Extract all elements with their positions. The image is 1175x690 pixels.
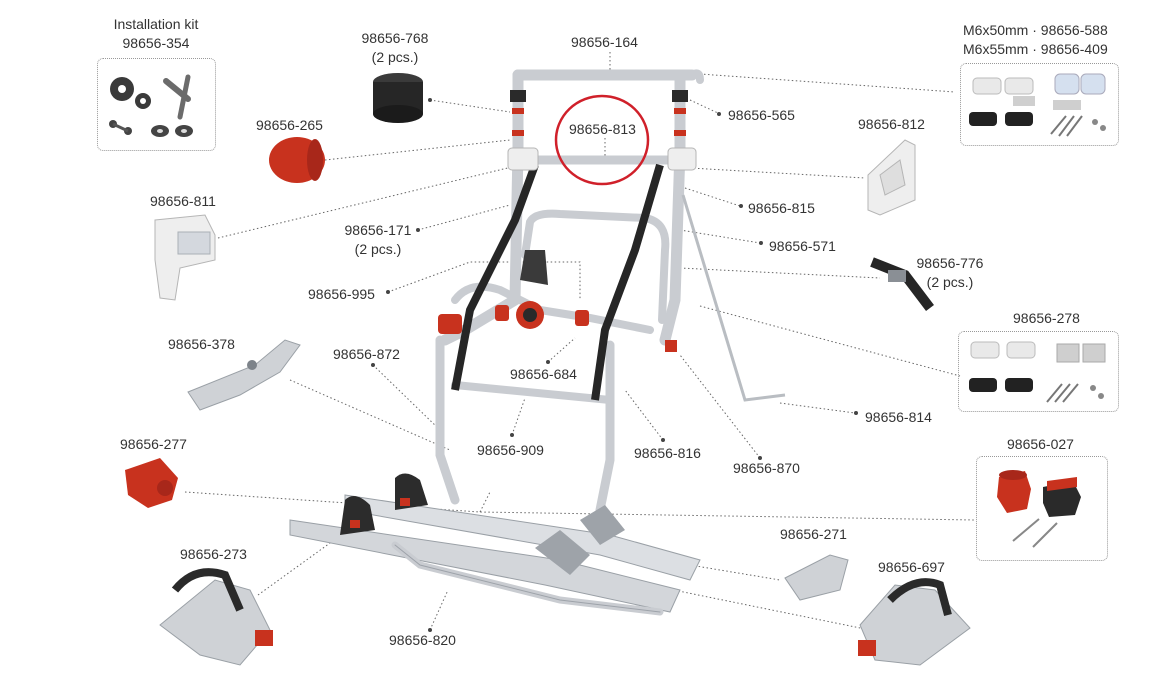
part-number-815: 98656-815 [748,200,815,216]
leader-995 [387,261,581,300]
part-277-knob [125,458,178,508]
part-number-811: 98656-811 [150,193,216,209]
leader-171 [417,204,511,231]
leader-909 [511,397,526,436]
lower-cross-bar [451,381,614,404]
part-number-813: 98656-813 [569,121,636,137]
part-number-697: 98656-697 [878,559,945,575]
installation-kit-box [97,58,216,151]
part-265-endcap [269,137,325,183]
right-strap [591,163,664,401]
leader-870 [679,354,761,459]
center-clamps [438,250,677,352]
right-lower-leg [595,340,615,515]
part-number-027: 98656-027 [1007,436,1074,452]
left-lower-leg [435,335,460,505]
leader-816 [624,389,664,441]
inner-bracket [521,209,670,324]
leader-768 [429,99,511,113]
part-number-812: 98656-812 [858,116,925,132]
leader-378 [289,379,451,451]
part-697-wheel-holder [858,578,971,666]
installation-kit-icons [109,74,193,137]
leader-265 [324,139,511,161]
screws-kit-box [960,63,1119,146]
part-number-814: 98656-814 [865,409,932,425]
frame-right-upright [659,69,686,346]
leader-588 [699,73,956,93]
part-number-265: 98656-265 [256,117,323,133]
rack-assembly [289,69,786,616]
leader-lines [184,52,976,632]
part-qty-171: (2 pcs.) [354,241,402,257]
leader-278 [699,305,961,377]
leader-820 [429,589,449,631]
gear-icon [110,77,151,109]
leader-684 [547,337,576,363]
part-number-776: 98656-776 [916,255,984,271]
leader-027-stub [479,491,491,513]
kit-title: Installation kit [113,16,199,32]
part-811-bracket [154,214,216,301]
right-wall-bracket [667,147,697,171]
rail-wheel-holders [340,473,625,575]
part-number-816: 98656-816 [634,445,701,461]
part-qty-776: (2 pcs.) [926,274,974,290]
kit-part-number: 98656-354 [122,35,190,51]
part-271-cap [784,554,849,601]
left-strap [451,163,539,391]
part-number-909: 98656-909 [477,442,544,458]
screw-icon [163,74,191,120]
part-number-820: 98656-820 [389,632,456,648]
part-number-872: 98656-872 [333,346,400,362]
crank-handle [681,194,786,402]
part-number-995: 98656-995 [308,286,375,302]
part-number-870: 98656-870 [733,460,800,476]
part-number-164: 98656-164 [571,34,638,50]
leader-776 [679,267,881,279]
part-number-378: 98656-378 [168,336,235,352]
part-812-mount [867,139,916,216]
part-273-wheel-holder [159,568,273,666]
leader-815 [684,187,741,207]
leader-027 [184,491,976,521]
part-378-clamp [187,339,301,411]
part-768-spacer [373,73,423,123]
part-qty-768: (2 pcs.) [371,49,419,65]
leader-565 [689,99,721,115]
part-number-565: 98656-565 [728,107,795,123]
leader-571 [679,229,761,244]
leader-814 [779,402,856,414]
highlight-circle [554,94,650,186]
part-776-strap [870,257,934,312]
left-wall-bracket [507,147,539,171]
part-number-684: 98656-684 [510,366,577,382]
nut-icon [109,120,193,137]
part-number-571: 98656-571 [769,238,836,254]
leader-271 [599,549,781,581]
leader-812 [689,167,866,179]
part-027-box [976,456,1108,561]
part-number-278: 98656-278 [1013,310,1080,326]
screws-line-1: M6x50mm · 98656-588 [963,22,1108,38]
part-number-277: 98656-277 [120,436,187,452]
part-278-box [958,331,1119,412]
part-number-271: 98656-271 [780,526,847,542]
screws-line-2: M6x55mm · 98656-409 [963,41,1108,57]
part-number-273: 98656-273 [180,546,247,562]
part-number-768: 98656-768 [361,30,429,46]
part-number-171: 98656-171 [344,222,412,238]
